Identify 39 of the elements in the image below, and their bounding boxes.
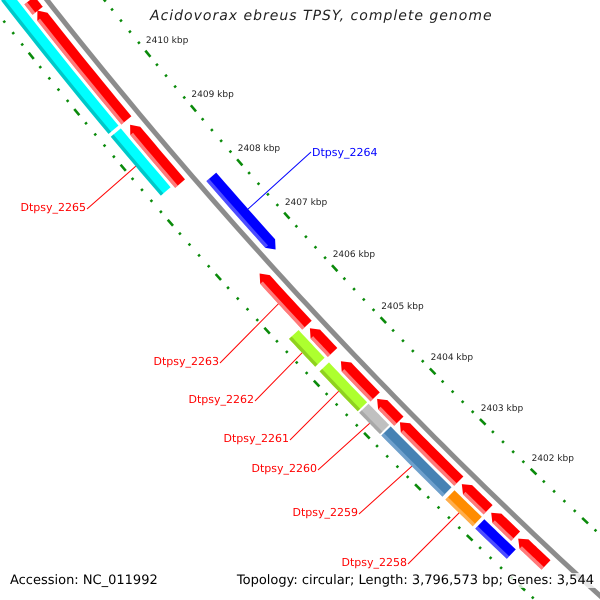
gene-label: Dtpsy_2262	[188, 393, 254, 406]
gene-label: Dtpsy_2259	[292, 506, 358, 519]
gene-label: Dtpsy_2265	[20, 201, 86, 214]
gene-label: Dtpsy_2258	[341, 556, 407, 569]
genome-stats-text: Topology: circular; Length: 3,796,573 bp; Genes: 3,544	[234, 573, 596, 588]
leader-line	[318, 422, 370, 470]
leader-line	[358, 466, 412, 514]
scale-label: 2403 kbp	[480, 404, 524, 414]
leader-line	[220, 303, 279, 364]
scale-label: 2410 kbp	[146, 36, 188, 46]
accession-text: Accession: NC_011992	[10, 573, 158, 588]
scale-label: 2402 kbp	[532, 454, 574, 464]
gene-label: Dtpsy_2260	[251, 462, 317, 475]
scale-label: 2407 kbp	[284, 198, 328, 208]
scale-label: 2409 kbp	[191, 90, 234, 100]
gene-feature-bar	[518, 538, 550, 570]
scale-label: 2406 kbp	[332, 250, 376, 260]
leader-line	[290, 390, 340, 440]
gene-label: Dtpsy_2264	[312, 146, 378, 159]
leader-line	[86, 166, 136, 210]
gene-feature-bar	[475, 519, 516, 559]
gene-feature-bar	[206, 172, 276, 250]
gene-feature-bar	[359, 404, 390, 434]
scale-label: 2408 kbp	[238, 144, 280, 154]
scale-label: 2404 kbp	[430, 353, 474, 364]
gene-feature-bar	[445, 490, 482, 526]
gene-label: Dtpsy_2263	[153, 355, 219, 368]
gene-feature-bar	[37, 10, 132, 124]
leader-line	[408, 512, 460, 564]
leader-line	[254, 352, 303, 402]
gene-feature-bar	[320, 362, 368, 412]
title-text: Acidovorax ebreus TPSY, complete genome	[150, 8, 493, 24]
gene-feature-bar	[260, 274, 312, 330]
gene-feature-bar	[400, 422, 464, 486]
gene-feature-bar	[130, 124, 185, 188]
scale-label: 2405 kbp	[381, 302, 424, 312]
gene-feature-bar	[289, 330, 325, 367]
leader-line	[248, 152, 312, 210]
gene-label: Dtpsy_2261	[223, 432, 289, 445]
